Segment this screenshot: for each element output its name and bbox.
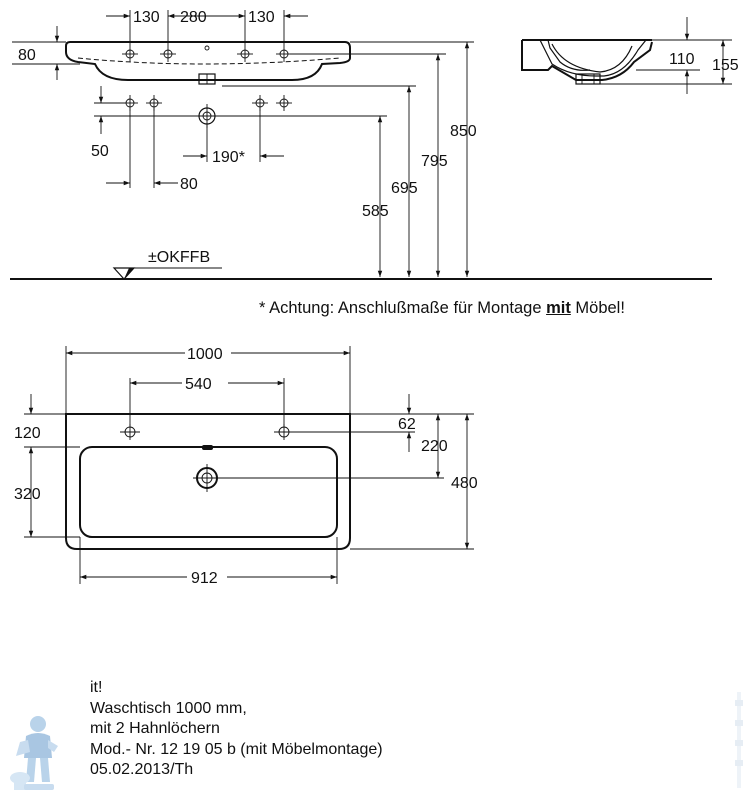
note-emphasis: mit [546, 299, 571, 317]
dim-480: 480 [451, 475, 478, 492]
dim-220: 220 [421, 438, 448, 455]
front-elevation: 130 280 130 80 850 795 695 585 50 80 190… [10, 9, 712, 280]
plan-view: 1000 540 120 320 62 220 480 912 [14, 343, 478, 587]
product-feature: mit 2 Hahnlöchern [90, 720, 220, 737]
vertical-watermark-icon [735, 692, 743, 788]
tap-hole-icon [276, 46, 292, 62]
product-info-block: it! Waschtisch 1000 mm, mit 2 Hahnlöcher… [90, 678, 383, 781]
model-number: Mod.- Nr. 12 19 05 b (mit Möbelmontage) [90, 740, 383, 758]
dim-1000: 1000 [187, 346, 223, 363]
dim-695: 695 [391, 180, 418, 197]
dim-rim-height: 80 [18, 47, 36, 64]
dim-110: 110 [669, 51, 695, 68]
dim-540: 540 [185, 376, 212, 393]
tap-hole-icon [120, 424, 140, 440]
dim-top-center: 280 [180, 9, 207, 26]
product-name: Waschtisch 1000 mm, [90, 699, 247, 717]
side-elevation: 110 155 [521, 17, 739, 94]
note-text: * Achtung: Anschlußmaße für Montage [259, 299, 547, 317]
plumber-figure-icon [10, 716, 58, 790]
dim-155: 155 [712, 57, 739, 74]
tap-hole-icon [160, 46, 176, 62]
dim-912: 912 [191, 570, 218, 587]
dim-320: 320 [14, 486, 41, 503]
dim-795: 795 [421, 153, 448, 170]
dim-62: 62 [398, 416, 416, 433]
floor-label: ±OKFFB [148, 249, 210, 266]
dim-top-right: 130 [248, 9, 275, 26]
note-text-end: Möbel! [570, 299, 625, 317]
product-series: it! [90, 679, 103, 696]
dim-80-trap: 80 [180, 176, 198, 193]
connection-point-icon [276, 95, 292, 111]
dim-190: 190* [212, 149, 245, 166]
dim-top-left: 130 [133, 9, 160, 26]
tap-hole-icon [237, 46, 253, 62]
drain-icon [193, 464, 221, 492]
mounting-note: * Achtung: Anschlußmaße für Montage mit … [259, 299, 625, 318]
dim-585: 585 [362, 203, 389, 220]
dim-120: 120 [14, 425, 41, 442]
tap-hole-icon [122, 46, 138, 62]
revision-date: 05.02.2013/Th [90, 761, 194, 778]
dim-850: 850 [450, 123, 477, 140]
floor-level-marker-icon [112, 267, 222, 280]
dim-50: 50 [91, 143, 109, 160]
